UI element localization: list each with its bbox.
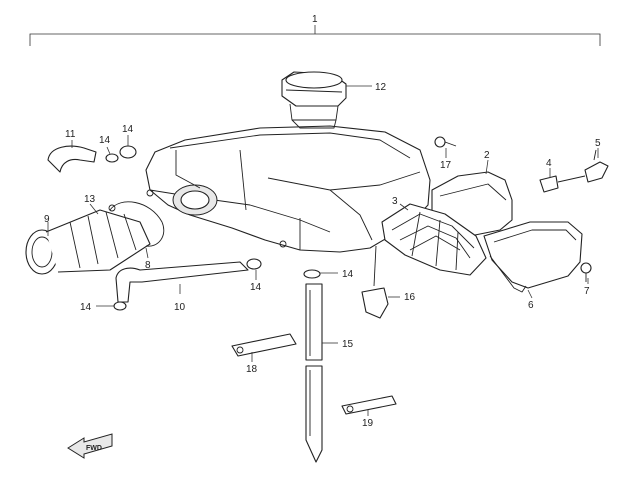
callout-13: 13 xyxy=(84,194,96,205)
intake-duct xyxy=(281,71,347,129)
hose-clamp xyxy=(108,201,165,247)
clamp-bolt xyxy=(539,149,609,193)
screw xyxy=(580,262,592,282)
hose-clip xyxy=(105,145,321,311)
callout-8: 8 xyxy=(145,260,151,271)
callout-16: 16 xyxy=(404,292,416,303)
forward-arrow-icon: FWD xyxy=(67,433,113,459)
filter-element xyxy=(381,203,487,276)
callout-14e: 14 xyxy=(342,269,354,280)
callout-5: 5 xyxy=(595,138,601,149)
cover-plate xyxy=(483,221,583,293)
callout-10: 10 xyxy=(174,302,186,313)
breather-hose xyxy=(47,145,97,173)
leader-lines xyxy=(47,85,599,416)
callout-1: 1 xyxy=(312,14,318,25)
clamp-plate-19 xyxy=(341,395,397,415)
clamp-plate-18 xyxy=(231,333,297,357)
drain-plug xyxy=(361,245,389,319)
drain-tube xyxy=(305,283,323,463)
callout-14c: 14 xyxy=(80,302,92,313)
callout-14a: 14 xyxy=(99,135,111,146)
drain-hose xyxy=(115,261,249,303)
bolt xyxy=(434,136,457,148)
callout-2: 2 xyxy=(484,150,490,161)
callout-7: 7 xyxy=(584,286,590,297)
inlet-hose xyxy=(25,209,151,275)
callout-labels: 1 12 11 14 14 13 9 8 10 14 14 14 15 18 1… xyxy=(44,14,601,429)
air-cleaner-case xyxy=(145,125,431,253)
callout-15: 15 xyxy=(342,339,354,350)
callout-4: 4 xyxy=(546,158,552,169)
callout-11: 11 xyxy=(65,129,76,140)
callout-17: 17 xyxy=(440,160,452,171)
callout-14d: 14 xyxy=(250,282,262,293)
callout-14b: 14 xyxy=(122,124,134,135)
callout-12: 12 xyxy=(375,82,387,93)
callout-6: 6 xyxy=(528,300,534,311)
assembly-bracket xyxy=(29,25,601,46)
callout-9: 9 xyxy=(44,214,50,225)
callout-3: 3 xyxy=(392,196,398,207)
callout-18: 18 xyxy=(246,364,258,375)
callout-19: 19 xyxy=(362,418,374,429)
fwd-label: FWD xyxy=(86,445,102,452)
